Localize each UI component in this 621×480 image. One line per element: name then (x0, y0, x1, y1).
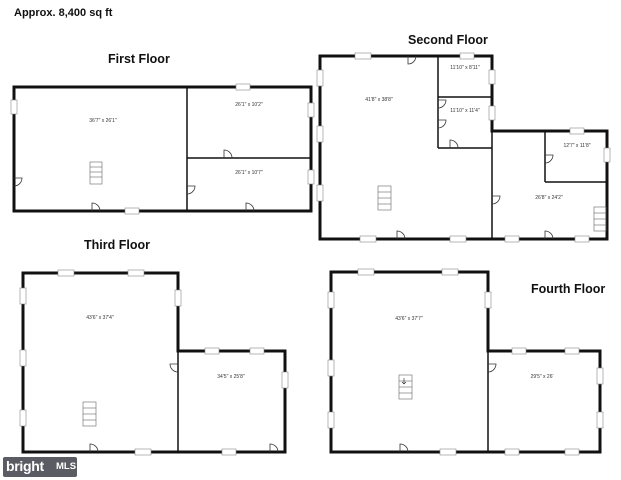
door (396, 230, 406, 240)
window (449, 235, 467, 243)
staircase-icon (593, 206, 607, 232)
door (449, 139, 459, 149)
window (19, 409, 27, 427)
window (564, 347, 580, 355)
room-label: 43'6" x 37'4" (86, 315, 114, 321)
fourth-floor-plan: 43'6" x 37'7" 29'5" x 26' (327, 268, 604, 456)
staircase-icon (398, 374, 413, 400)
room-label: 36'7" x 26'1" (89, 118, 117, 124)
window (204, 347, 220, 355)
window (327, 411, 335, 429)
window (57, 269, 75, 277)
window (596, 411, 604, 429)
room-label: 12'7" x 11'8" (563, 143, 590, 149)
window (249, 347, 265, 355)
door (399, 443, 409, 453)
third-floor-plan: 43'6" x 37'4" 34'5" x 25'8" (19, 269, 289, 456)
second-floor-outline (318, 54, 609, 241)
room-label: 26'1" x 10'7" (235, 170, 263, 176)
staircase-icon (89, 161, 103, 185)
first-floor-title: First Floor (108, 52, 170, 66)
window (124, 207, 140, 215)
window (316, 184, 324, 202)
staircase-icon (377, 185, 392, 211)
window (134, 448, 152, 456)
door (487, 363, 497, 373)
room-label: 26'8" x 24'2" (535, 195, 563, 201)
second-floor-title: Second Floor (408, 33, 488, 47)
window (354, 52, 372, 60)
window (439, 448, 457, 456)
third-floor-title: Third Floor (84, 238, 150, 252)
window (574, 235, 590, 243)
door (437, 99, 447, 109)
window (484, 291, 492, 309)
door (491, 195, 501, 205)
window (281, 371, 289, 389)
door (544, 154, 554, 164)
area-label: Approx. 8,400 sq ft (14, 7, 113, 19)
window (327, 359, 335, 377)
third-floor-outline (21, 271, 287, 454)
window (221, 448, 237, 456)
door (13, 177, 23, 187)
room-label: 41'8" x 38'8" (365, 97, 393, 103)
window (19, 349, 27, 367)
window (174, 289, 182, 307)
room-label: 29'5" x 26' (531, 374, 554, 380)
door (437, 119, 447, 129)
window (511, 347, 527, 355)
window (488, 105, 496, 121)
window (316, 125, 324, 143)
door (245, 202, 255, 212)
fourth-floor-title: Fourth Floor (531, 282, 606, 296)
door (223, 149, 233, 159)
window (441, 268, 459, 276)
window (327, 291, 335, 309)
window (307, 102, 315, 118)
window (504, 448, 520, 456)
window (10, 99, 18, 115)
window (603, 147, 611, 163)
window (564, 448, 580, 456)
door (407, 55, 417, 65)
window (316, 69, 324, 87)
room-label: 11'10" x 8'11" (450, 65, 480, 71)
window (596, 367, 604, 385)
room-label: 11'10" x 11'4" (450, 108, 480, 114)
fourth-floor-outline (329, 270, 602, 454)
watermark-brand: bright (6, 458, 44, 474)
room-label: 26'1" x 10'2" (235, 102, 263, 108)
window (459, 52, 475, 60)
window (127, 269, 145, 277)
staircase-icon (82, 401, 97, 427)
window (504, 235, 520, 243)
window (307, 169, 315, 185)
door (91, 202, 101, 212)
window (357, 268, 375, 276)
bright-mls-watermark-logo: bright MLS (3, 457, 77, 477)
door (186, 185, 196, 195)
door (89, 443, 99, 453)
window (569, 127, 585, 135)
room-label: 34'5" x 25'8" (217, 374, 245, 380)
watermark-suffix: MLS (56, 461, 77, 472)
door (269, 443, 279, 453)
first-floor-outline (12, 85, 313, 213)
door (544, 230, 554, 240)
room-label: 43'6" x 37'7" (395, 316, 423, 322)
first-floor-plan: 36'7" x 26'1" 26'1" x 10'2" 26'1" x 10'7… (10, 83, 315, 215)
window (235, 83, 251, 91)
window (19, 287, 27, 305)
window (488, 69, 496, 85)
second-floor-plan: 41'8" x 38'8" 11'10" x 8'11" 11'10" x 11… (316, 52, 611, 243)
door (169, 363, 179, 373)
window (359, 235, 377, 243)
